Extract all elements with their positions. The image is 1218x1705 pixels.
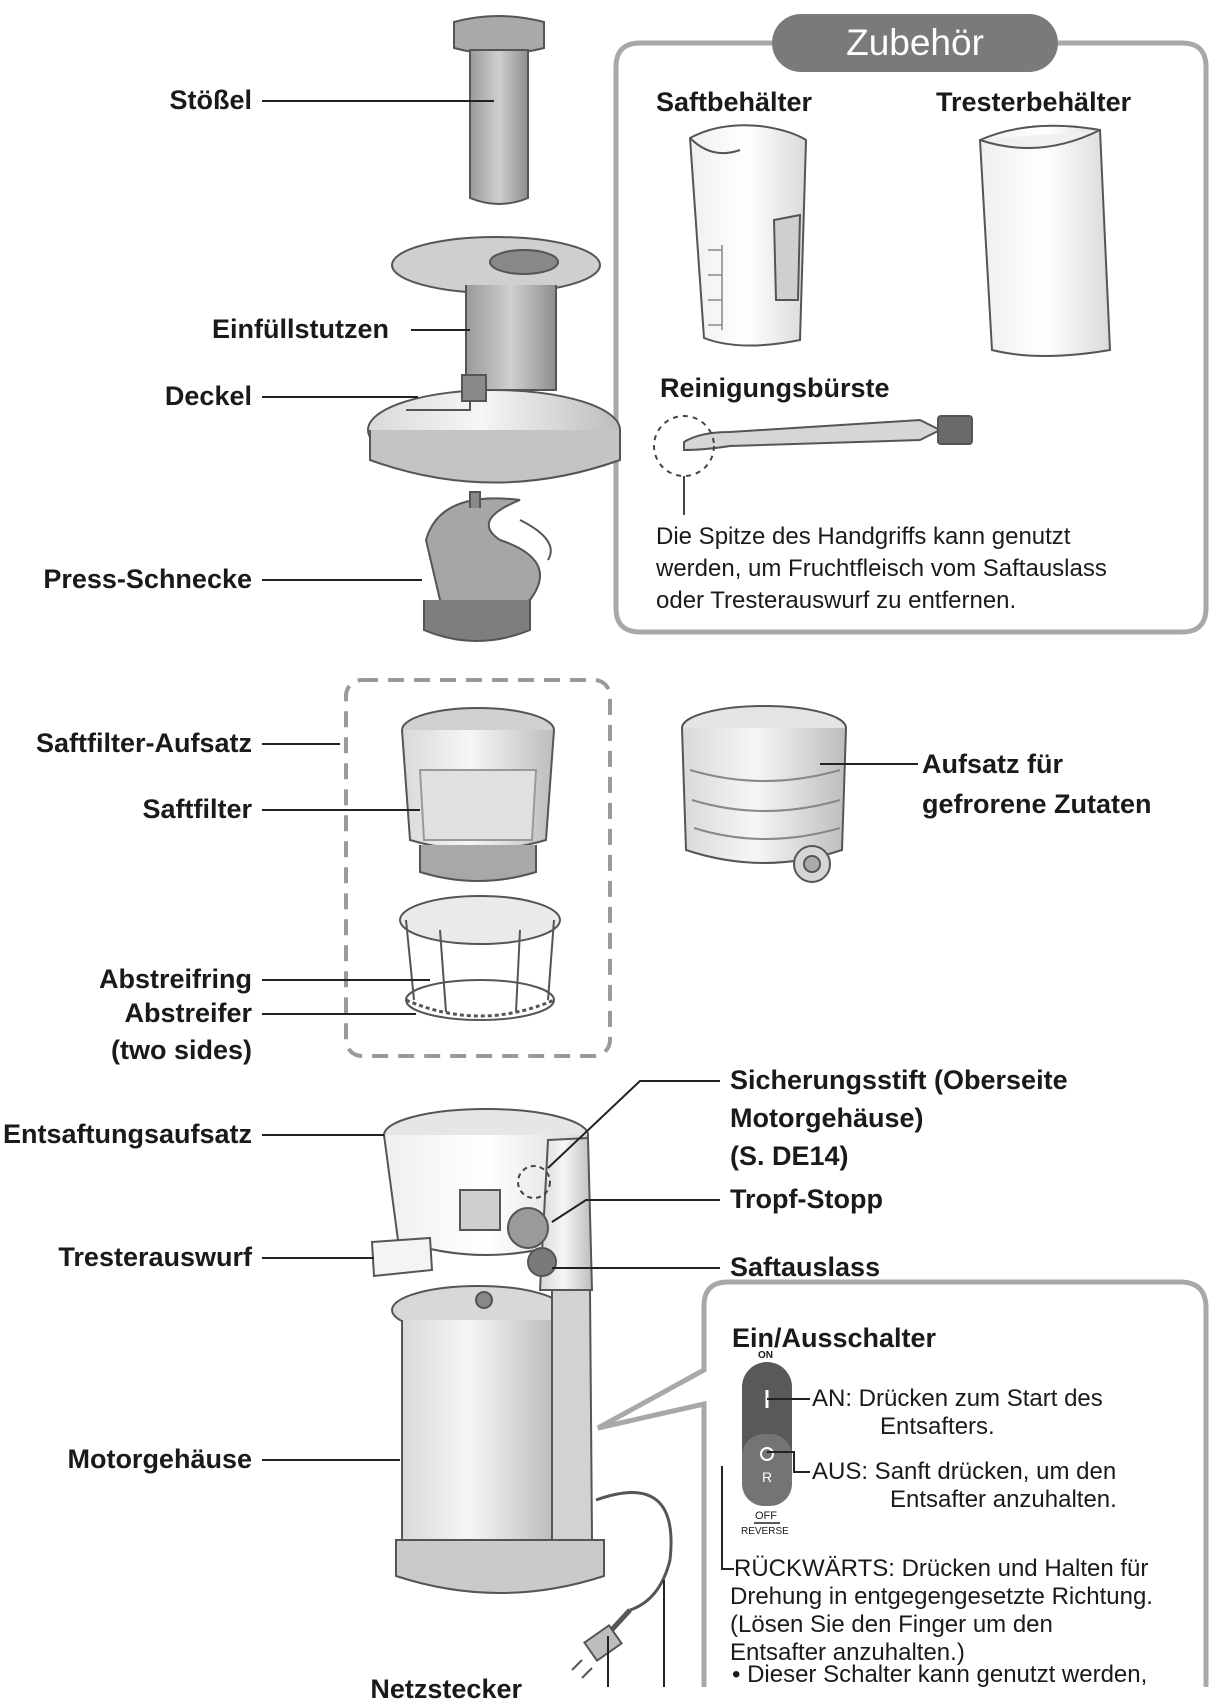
pusher-drawing (453, 15, 545, 205)
switch-off-mark: OFF (755, 1510, 777, 1522)
label-saftfilter-aufsatz: Saftfilter-Aufsatz (35, 728, 252, 758)
switch-off-text-2: Entsafter anzuhalten. (890, 1486, 1117, 1513)
cleaning-brush-drawing (653, 415, 973, 515)
switch-off-text-1: AUS: Sanft drücken, um den (812, 1458, 1117, 1485)
power-cord-drawing (571, 1491, 673, 1679)
label-saftfilter: Saftfilter (142, 794, 252, 824)
label-netzstecker: Netzstecker (370, 1674, 522, 1704)
switch-on-mark: ON (758, 1350, 773, 1361)
label-abstreifer-note: (two sides) (110, 1035, 252, 1065)
label-einfuellstutzen: Einfüllstutzen (212, 314, 389, 344)
label-sicherungsstift-2: Motorgehäuse) (730, 1103, 924, 1133)
label-tresterauswurf: Tresterauswurf (58, 1242, 252, 1272)
label-tropf-stopp: Tropf-Stopp (730, 1184, 883, 1214)
accessories-frame (613, 40, 1209, 635)
label-saftauslass: Saftauslass (730, 1252, 881, 1282)
wiper-drawing (399, 895, 561, 1021)
switch-reverse-mark: REVERSE (741, 1526, 789, 1537)
switch-box-frame (596, 1279, 1209, 1687)
switch-reverse-text-4: Entsafter anzuhalten.) (730, 1639, 965, 1666)
switch-on-text-1: AN: Drücken zum Start des (812, 1385, 1103, 1412)
switch-reverse-text-3: (Lösen Sie den Finger um den (730, 1611, 1053, 1638)
brush-note-3: oder Tresterauswurf zu entfernen. (656, 587, 1017, 614)
label-motorgehaeuse: Motorgehäuse (67, 1444, 252, 1474)
switch-reverse-text-2: Drehung in entgegengesetzte Richtung. (730, 1583, 1153, 1610)
label-tresterbehaelter: Tresterbehälter (936, 87, 1132, 117)
pulp-container-drawing (978, 124, 1112, 357)
switch-title: Ein/Ausschalter (732, 1323, 937, 1353)
label-sicherungsstift-1: Sicherungsstift (Oberseite (730, 1065, 1068, 1095)
label-entsaftungsaufsatz: Entsaftungsaufsatz (2, 1119, 252, 1149)
label-stoessel: Stößel (169, 85, 252, 115)
juice-filter-drawing (401, 707, 555, 882)
label-deckel: Deckel (164, 381, 252, 411)
label-reinigungsbuerste: Reinigungsbürste (660, 373, 890, 403)
filter-group-frame (344, 678, 612, 1058)
label-sicherungsstift-3: (S. DE14) (730, 1141, 849, 1171)
label-abstreifring: Abstreifring (98, 964, 252, 994)
motor-base-drawing (391, 1285, 605, 1594)
brush-note-2: werden, um Fruchtfleisch vom Saftauslass (656, 555, 1107, 582)
switch-drawing: R (742, 1362, 792, 1524)
brush-note-1: Die Spitze des Handgriffs kann genutzt (656, 523, 1071, 550)
accessories-title: Zubehör (772, 14, 1058, 72)
switch-on-text-2: Entsafters. (880, 1413, 995, 1440)
label-aufsatz-1: Aufsatz für (922, 749, 1063, 779)
switch-reverse-text-1: RÜCKWÄRTS: Drücken und Halten für (734, 1555, 1149, 1582)
frozen-attachment-drawing (681, 705, 847, 883)
switch-bullet-1: • Dieser Schalter kann genutzt werden, (732, 1661, 1148, 1688)
lid-drawing (367, 236, 621, 484)
label-saftbehaelter: Saftbehälter (656, 87, 813, 117)
label-press-schnecke: Press-Schnecke (43, 564, 252, 594)
screw-drawing (423, 491, 552, 642)
juice-container-drawing (688, 124, 808, 347)
svg-text:R: R (762, 1469, 772, 1485)
juicing-bowl-drawing (370, 1108, 594, 1291)
label-aufsatz-2: gefrorene Zutaten (922, 789, 1152, 819)
label-abstreifer: Abstreifer (124, 998, 252, 1028)
